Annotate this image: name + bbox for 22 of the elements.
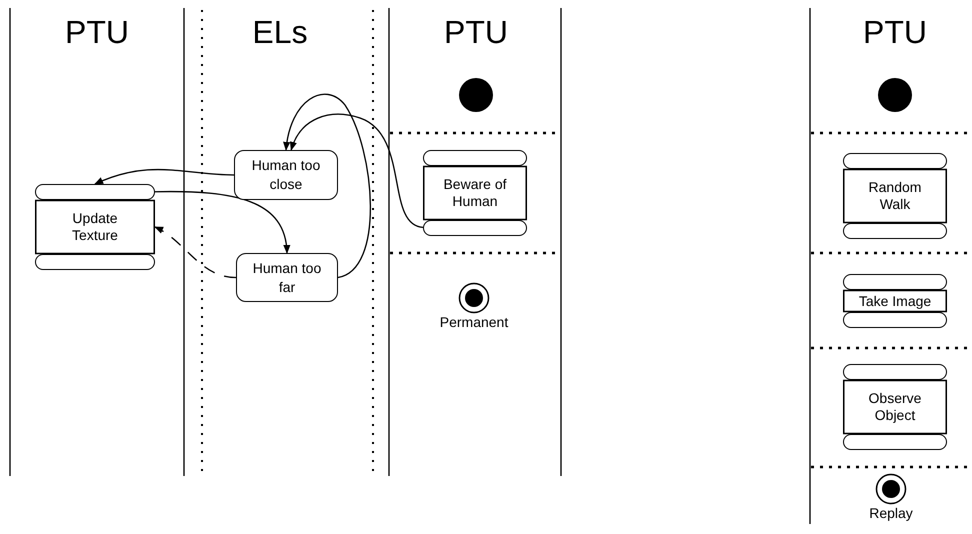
- transition-arrow: [155, 190, 290, 254]
- lane-title: PTU: [863, 14, 927, 50]
- transition-arrow: [154, 226, 236, 278]
- initial-state: [878, 78, 912, 112]
- state-caption: Permanent: [440, 314, 508, 330]
- event-box: [236, 253, 338, 302]
- transition-arrow: [284, 94, 371, 278]
- event-box: [234, 150, 338, 200]
- initial-state: [459, 78, 493, 112]
- event-label: Human too far: [252, 258, 322, 296]
- state-label: Take Image: [858, 292, 932, 310]
- state-label: Random Walk: [868, 179, 922, 213]
- lane-title: ELs: [252, 14, 308, 50]
- transition-arrow: [290, 114, 424, 228]
- lane-title: PTU: [444, 14, 508, 50]
- state-label: Observe Object: [868, 390, 922, 424]
- state-label: Update Texture: [71, 210, 119, 244]
- lane-title: PTU: [65, 14, 129, 50]
- transition-arrow: [94, 168, 234, 185]
- state-label: Beware of Human: [442, 176, 508, 210]
- event-label: Human too close: [250, 156, 322, 194]
- state-caption: Replay: [869, 505, 913, 521]
